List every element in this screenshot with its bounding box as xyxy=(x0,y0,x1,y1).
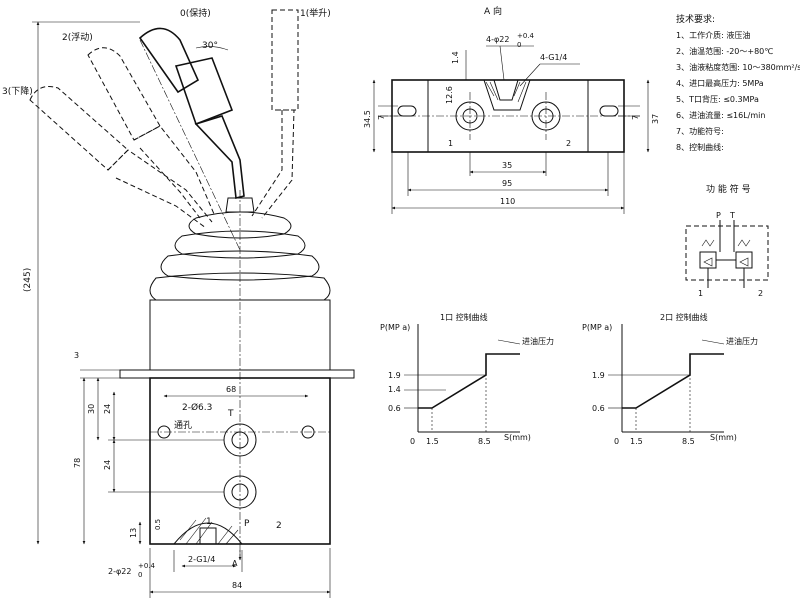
position-2-label: 2(浮动) xyxy=(62,31,93,43)
curve-1-line xyxy=(418,353,520,409)
rubber-boot xyxy=(149,190,331,560)
angle-label: 30° xyxy=(202,41,218,51)
dim-0-5: 0.5 xyxy=(154,519,162,530)
curve-1-ylabel: P(MP a) xyxy=(380,323,410,332)
function-symbol: 功 能 符 号 P T 1 2 xyxy=(685,183,769,298)
port-p-inner xyxy=(231,483,249,501)
a-port-2-label: 2 xyxy=(566,139,571,148)
a-bore-tol-upper: +0.4 xyxy=(517,32,535,40)
a-dim-12-6: 12.6 xyxy=(445,86,454,104)
curve-2-title: 2口 控制曲线 xyxy=(660,312,708,322)
curve-1-xtick-0: 0 xyxy=(410,437,415,446)
a-dim-7-right: 7 xyxy=(631,115,640,120)
position-0-label: 0(保持) xyxy=(180,7,211,19)
a-dim-7-left: 7 xyxy=(377,115,386,120)
symbol-port-1: 1 xyxy=(698,289,703,298)
port-1-label: 1 xyxy=(206,517,212,527)
curve-2-xlabel: S(mm) xyxy=(710,433,737,442)
tech-title: 技术要求: xyxy=(676,13,715,25)
a-bore-label: 4-φ22 xyxy=(486,35,509,44)
height-dimension: (245) xyxy=(23,268,33,292)
mounting-flange xyxy=(119,369,355,379)
curve-1-ytick-0-6: 0.6 xyxy=(388,404,401,413)
position-3-label: 3(下降) xyxy=(2,85,33,97)
a-dim-1-4: 1.4 xyxy=(451,51,460,64)
port-t-inner xyxy=(231,431,249,449)
symbol-title: 功 能 符 号 xyxy=(706,183,751,195)
curve-2-ylabel: P(MP a) xyxy=(582,323,612,332)
tech-item: 7、功能符号: xyxy=(676,126,724,136)
a-dim-35: 35 xyxy=(502,161,512,170)
curve-2-line xyxy=(622,353,724,409)
symbol-p-label: P xyxy=(716,211,721,220)
bore-tol-upper: +0.4 xyxy=(138,562,156,570)
curve-1-ytick-1-4: 1.4 xyxy=(388,385,401,394)
thread-label: 2-G1/4 xyxy=(188,555,215,564)
port-p-label: P xyxy=(244,519,250,529)
a-port-1-label: 1 xyxy=(448,139,453,148)
slot-left xyxy=(397,105,417,117)
dim-84: 84 xyxy=(232,581,242,590)
symbol-t-label: T xyxy=(729,211,735,220)
curve-2-xtick-1-5: 1.5 xyxy=(630,437,643,446)
tech-item: 5、T口背压: ≤0.3MPa xyxy=(676,94,759,104)
port-t-label: T xyxy=(227,409,234,419)
symbol-port-2: 2 xyxy=(758,289,763,298)
tech-item: 6、进油流量: ≤16L/min xyxy=(676,110,765,120)
a-bore-tol-lower: 0 xyxy=(517,41,521,49)
tech-list: 1、工作介质: 液压油 2、油温范围: -20～+80℃ 3、油液粘度范围: 10～… xyxy=(676,30,800,152)
curve-1-annotation: 进油压力 xyxy=(522,336,554,346)
holes-label: 2-Ø6.3 xyxy=(182,402,212,413)
port-2-label: 2 xyxy=(276,521,282,531)
slot-right xyxy=(599,105,619,117)
tech-item: 1、工作介质: 液压油 xyxy=(676,30,750,40)
tech-item: 8、控制曲线: xyxy=(676,142,724,152)
dim-24-lower: 24 xyxy=(103,460,112,470)
a-view: A 向 1 2 4-φ22 +0.4 0 4-G1/4 1.4 xyxy=(363,5,660,214)
curve-1-xtick-8-5: 8.5 xyxy=(478,437,491,446)
dim-78: 78 xyxy=(73,458,82,468)
view-a-label: A xyxy=(232,559,238,568)
dim-24-upper: 24 xyxy=(103,404,112,414)
symbol-frame xyxy=(685,225,769,281)
a-dim-34-5: 34.5 xyxy=(363,110,372,128)
curve-1-ytick-1-9: 1.9 xyxy=(388,371,401,380)
curve-1-xlabel: S(mm) xyxy=(504,433,531,442)
tech-item: 2、油温范围: -20～+80℃ xyxy=(676,46,773,56)
dim-13: 13 xyxy=(129,528,138,538)
bore-tol-lower: 0 xyxy=(138,571,142,579)
curve-1-xtick-1-5: 1.5 xyxy=(426,437,439,446)
bore-label: 2-φ22 xyxy=(108,567,131,576)
curve-2-annotation: 进油压力 xyxy=(726,336,758,346)
tech-requirements: 技术要求: 1、工作介质: 液压油 2、油温范围: -20～+80℃ 3、油液粘度范… xyxy=(676,13,800,152)
a-thread-label: 4-G1/4 xyxy=(540,53,567,62)
tech-item: 3、油液粘度范围: 10～380mm²/s xyxy=(676,62,800,72)
position-1-label: 1(举升) xyxy=(300,7,331,19)
curve-2-ytick-1-9: 1.9 xyxy=(592,371,605,380)
curve-1-title: 1口 控制曲线 xyxy=(440,312,488,322)
a-dim-37: 37 xyxy=(651,114,660,124)
curve-2-xtick-8-5: 8.5 xyxy=(682,437,695,446)
a-view-title: A 向 xyxy=(484,5,502,17)
dim-68: 68 xyxy=(226,385,236,394)
curve-2-chart: 2口 控制曲线 P(MP a) S(mm) 进油压力 1.9 0.6 0 1.5… xyxy=(582,312,758,446)
dim-30: 30 xyxy=(87,404,96,414)
a-dim-110: 110 xyxy=(500,197,515,206)
side-view: 30° 0(保持) 1(举升) 2(浮动) 3(下降) xyxy=(2,7,355,598)
through-hole-label: 通孔 xyxy=(174,420,192,431)
lever-position-3 xyxy=(29,86,213,229)
port-section xyxy=(172,517,244,545)
dim-3: 3 xyxy=(74,351,79,360)
lever-position-2 xyxy=(87,47,215,219)
curve-2-xtick-0: 0 xyxy=(614,437,619,446)
tech-item: 4、进口最高压力: 5MPa xyxy=(676,78,764,88)
lever-position-0 xyxy=(138,27,245,251)
lever-position-1 xyxy=(251,9,299,219)
curve-2-ytick-0-6: 0.6 xyxy=(592,404,605,413)
curve-1-chart: 1口 控制曲线 P(MP a) S(mm) 进油压力 1.9 1.4 0.6 0… xyxy=(380,312,554,446)
a-dim-95: 95 xyxy=(502,179,512,188)
